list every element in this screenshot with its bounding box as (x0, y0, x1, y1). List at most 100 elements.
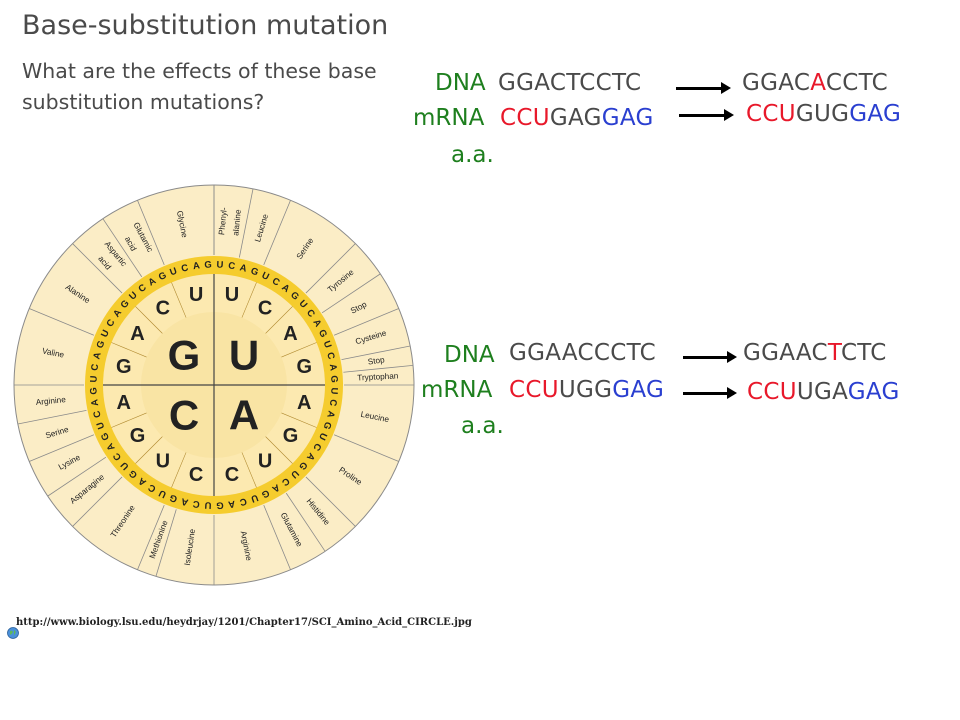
wheel-divider (263, 200, 291, 266)
third-base-letter: A (327, 363, 339, 372)
third-base-letter: G (216, 499, 224, 510)
sequence-segment: CCU (500, 105, 550, 131)
third-base-letter: A (105, 441, 118, 453)
third-base-letter: A (180, 495, 189, 507)
second-base-letter: A (117, 392, 131, 414)
sequence-segment: GAG (847, 379, 900, 405)
second-base-letter: G (296, 356, 312, 378)
sequence-segment: CTC (840, 340, 887, 366)
sequence-segment: GGACTCCTC (498, 70, 642, 96)
third-base-letter: A (91, 351, 103, 360)
second-base-letter: A (130, 323, 144, 345)
wheel-divider (281, 342, 317, 358)
first-base-letter: G (168, 332, 201, 379)
dna-label-2: DNA (444, 342, 495, 368)
amino-acid-label: Valine (41, 346, 65, 359)
arrow-icon (679, 109, 734, 121)
sequence-segment: GAG (549, 105, 602, 131)
wheel-divider (171, 282, 187, 318)
third-base-letter: C (324, 351, 336, 360)
third-base-letter: U (249, 492, 259, 505)
third-base-letter: U (321, 339, 334, 349)
wheel-divider (238, 188, 254, 258)
wheel-divider (111, 412, 147, 428)
amino-acid-label: Stop (367, 355, 385, 366)
wheel-divider (263, 504, 291, 570)
wheel-divider (17, 409, 87, 425)
third-base-letter: A (324, 409, 336, 418)
third-base-letter: U (95, 420, 108, 430)
third-base-letter: U (316, 431, 329, 442)
arrow-icon (683, 351, 737, 363)
third-base-letter: U (99, 328, 112, 339)
wheel-divider (241, 452, 257, 488)
sequence-segment: GGAAC (743, 340, 828, 366)
sequence-segment: A (810, 70, 826, 96)
third-base-letter: U (88, 375, 99, 383)
third-base-letter: G (260, 487, 271, 500)
third-base-letter: C (238, 495, 247, 507)
third-base-letter: G (157, 270, 168, 283)
third-base-letter: C (146, 481, 158, 494)
third-base-letter: A (89, 398, 101, 407)
sequence-segment: GGAACCCTC (509, 340, 656, 366)
dna-mutant-1: GGACACCTC (742, 70, 888, 96)
source-url[interactable]: http://www.biology.lsu.edu/heydrjay/1201… (16, 617, 472, 628)
wheel-divider (171, 452, 187, 488)
second-base-letter: G (130, 425, 146, 447)
second-base-letter: C (225, 464, 239, 486)
third-base-letter: G (88, 387, 99, 395)
wheel-divider (265, 306, 293, 334)
sequence-segment: GAG (612, 377, 665, 403)
wheel-divider (29, 308, 95, 336)
third-base-letter: G (168, 492, 179, 505)
wheel-divider (47, 456, 107, 497)
sequence-segment: GGAC (742, 70, 811, 96)
wheel-divider (137, 200, 165, 266)
first-base-letter: C (169, 392, 199, 439)
wheel-divider (135, 306, 163, 334)
mrna-original-1: CCUGAGGAG (500, 105, 654, 131)
second-base-letter: C (189, 464, 203, 486)
dna-label-1: DNA (435, 70, 486, 96)
wheel-divider (265, 436, 293, 464)
third-base-letter: C (270, 276, 282, 289)
third-base-letter: A (147, 276, 159, 289)
third-base-letter: C (105, 317, 118, 329)
arrow-icon (676, 82, 731, 94)
third-base-letter: U (168, 266, 178, 279)
second-base-letter: A (283, 323, 297, 345)
third-base-letter: G (316, 328, 329, 339)
sequence-segment: GAG (849, 101, 902, 127)
sequence-segment: CCU (509, 377, 559, 403)
wheel-divider (285, 492, 326, 552)
aa-label-1: a.a. (451, 142, 494, 168)
mrna-original-2: CCUUGGGAG (509, 377, 664, 403)
wheel-divider (29, 434, 95, 462)
slide-title: Base-substitution mutation (22, 10, 389, 41)
wheel-divider (111, 342, 147, 358)
wheel-divider (333, 434, 399, 462)
third-base-letter: G (99, 431, 112, 442)
third-base-letter: C (192, 498, 201, 510)
third-base-letter: C (327, 398, 339, 407)
sequence-segment: UGA (796, 379, 848, 405)
mrna-mutant-1: CCUGUGGAG (746, 101, 901, 127)
second-base-letter: U (258, 450, 272, 472)
dna-original-2: GGAACCCTC (509, 340, 656, 366)
sequence-segment: GUG (795, 101, 850, 127)
third-base-letter: C (91, 409, 103, 418)
dna-mutant-2: GGAACTCTC (743, 340, 887, 366)
third-base-letter: G (328, 375, 339, 383)
question-text: What are the effects of these base subst… (22, 59, 377, 114)
second-base-letter: U (189, 284, 203, 306)
arrow-icon (683, 387, 737, 399)
sequence-segment: CCTC (825, 70, 888, 96)
sequence-segment: UGG (558, 377, 613, 403)
amino-acid-label: Arginine (35, 395, 66, 407)
second-base-letter: U (156, 450, 170, 472)
wheel-divider (102, 218, 143, 278)
third-base-letter: C (310, 441, 323, 453)
second-base-letter: C (258, 298, 272, 320)
